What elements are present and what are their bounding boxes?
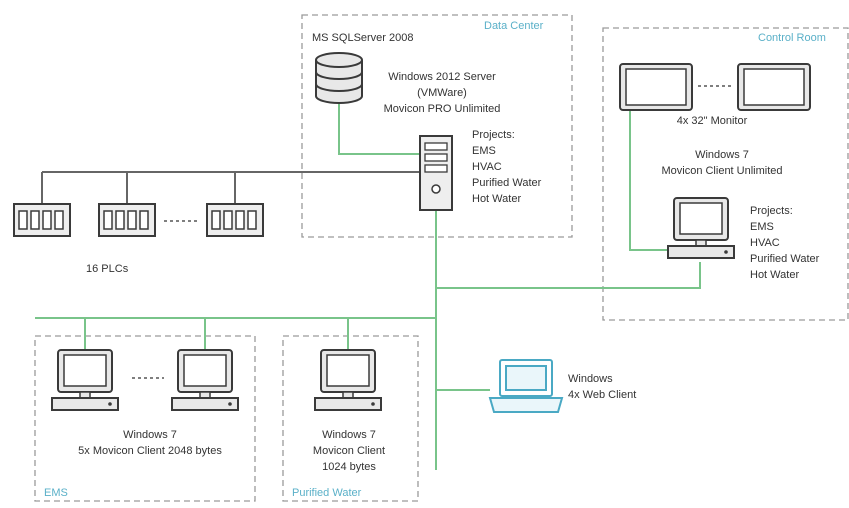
server-vm-label: (VMWare) (417, 87, 467, 99)
purified-water-product-label: Movicon Client (312, 445, 386, 457)
plc-bus (41, 171, 420, 204)
ems-desktop-icon-1 (51, 349, 119, 411)
wall-monitor-icon-1 (619, 63, 693, 111)
purified-water-bytes-label: 1024 bytes (322, 461, 376, 473)
web-client-os-label: Windows (568, 373, 613, 385)
wall-monitor-icon-2 (737, 63, 811, 111)
monitor-label: 4x 32" Monitor (676, 115, 748, 127)
server-project-item: HVAC (472, 161, 502, 173)
server-project-item: EMS (472, 145, 496, 157)
control-room-project-item: Purified Water (750, 253, 820, 265)
control-room-zone (602, 27, 849, 321)
server-product-label: Movicon PRO Unlimited (383, 103, 501, 115)
network-lines (35, 103, 701, 470)
data-center-zone (301, 14, 573, 238)
purified-water-zone-label: Purified Water (292, 487, 362, 499)
ems-zone-label: EMS (44, 487, 68, 499)
web-client-desc-label: 4x Web Client (568, 389, 637, 401)
data-center-zone-label: Data Center (484, 20, 544, 32)
control-room-project-item: HVAC (750, 237, 780, 249)
control-room-os-label: Windows 7 (695, 149, 749, 161)
purified-water-os-label: Windows 7 (322, 429, 376, 441)
ems-desktop-icon-2 (171, 349, 239, 411)
plc-count-label: 16 PLCs (86, 263, 129, 275)
ems-desc-label: 5x Movicon Client 2048 bytes (78, 445, 222, 457)
control-room-project-item: EMS (750, 221, 774, 233)
plc-icon-2 (98, 203, 156, 237)
ems-os-label: Windows 7 (123, 429, 177, 441)
database-icon (315, 52, 363, 104)
control-room-projects-title: Projects: (750, 205, 793, 217)
plc-icon-3 (206, 203, 264, 237)
server-project-item: Hot Water (472, 193, 522, 205)
server-os-label: Windows 2012 Server (388, 71, 496, 83)
server-projects-title: Projects: (472, 129, 515, 141)
control-room-zone-label: Control Room (758, 32, 826, 44)
database-label: MS SQLServer 2008 (312, 32, 414, 44)
laptop-icon (488, 359, 564, 413)
control-room-desktop-icon (667, 197, 735, 259)
server-project-item: Purified Water (472, 177, 542, 189)
control-room-product-label: Movicon Client Unlimited (661, 165, 783, 177)
purified-water-desktop-icon (314, 349, 382, 411)
control-room-project-item: Hot Water (750, 269, 800, 281)
ems-zone (34, 335, 256, 502)
plc-icon-1 (13, 203, 71, 237)
server-tower-icon (419, 135, 453, 211)
